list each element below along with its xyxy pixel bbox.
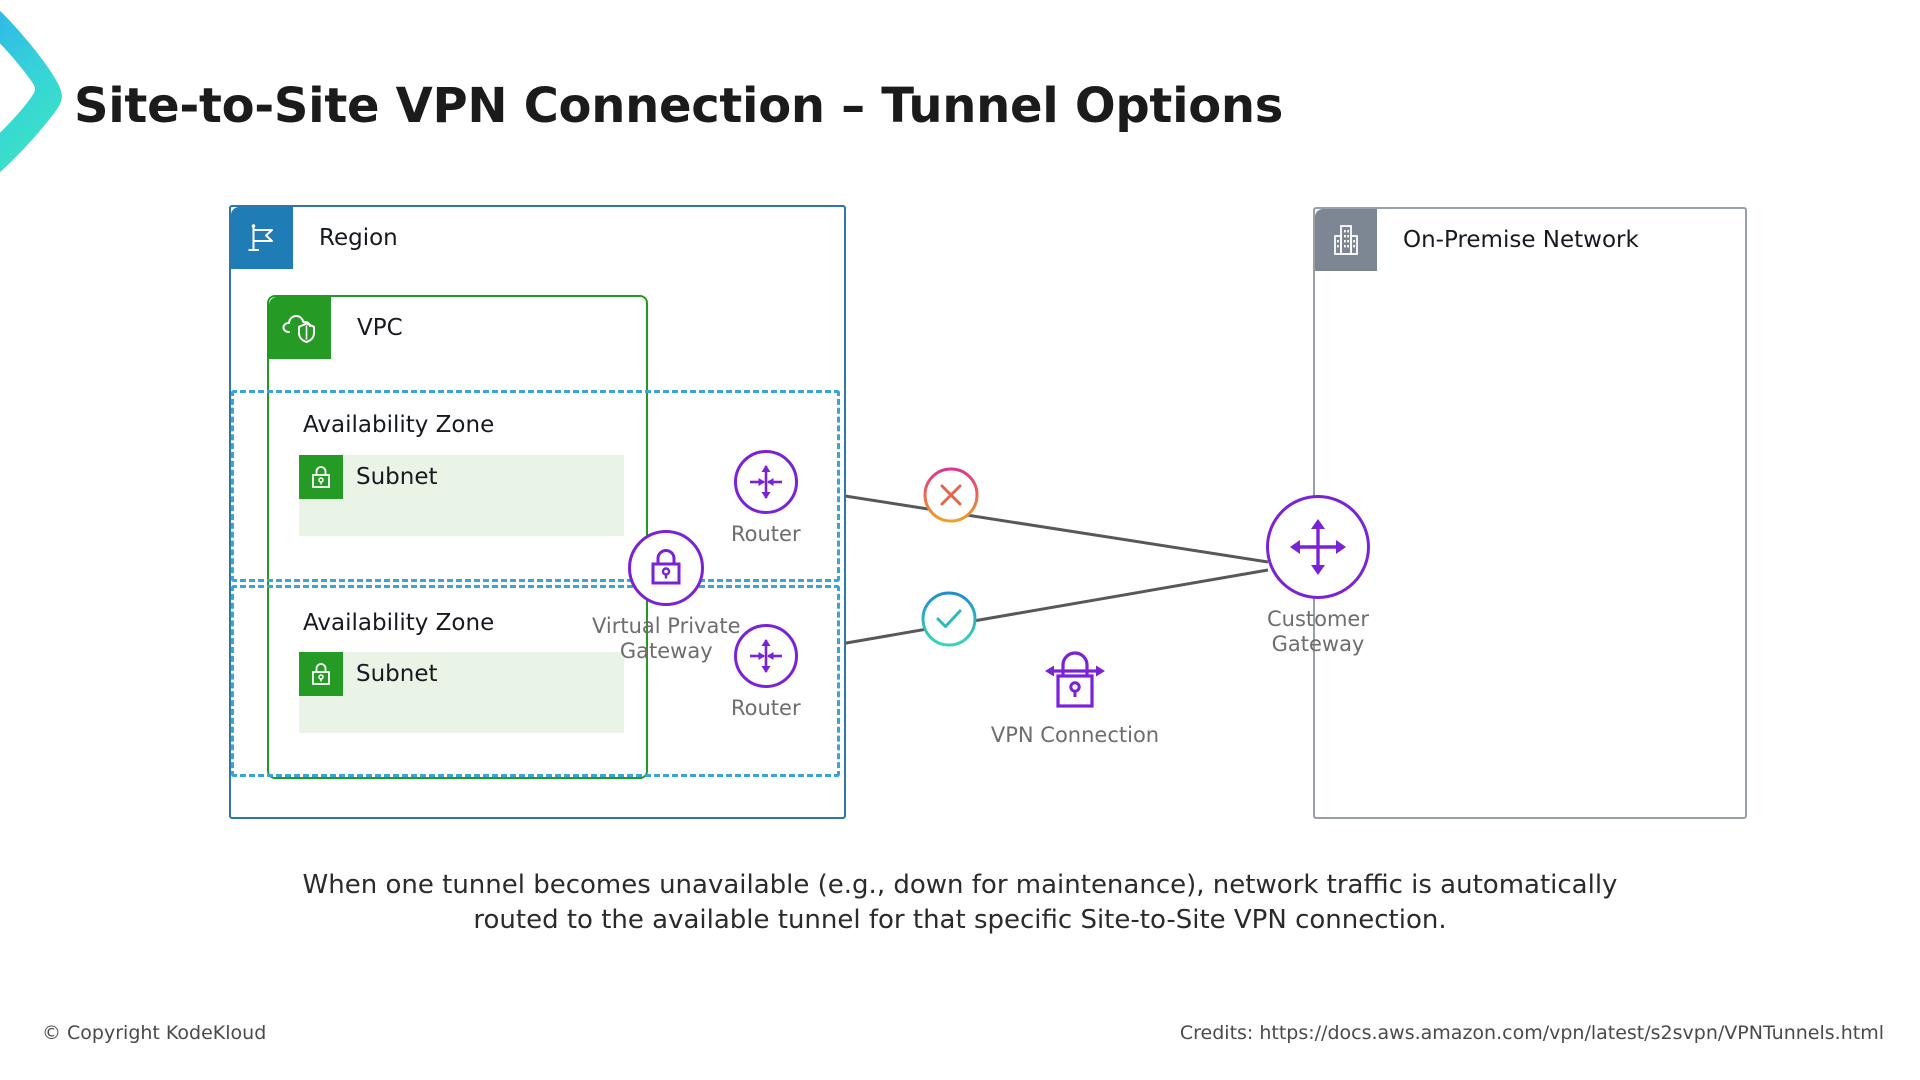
router-bottom-ring [733, 624, 798, 688]
subnet-top-icon-tile [299, 455, 343, 499]
subnet-top: Subnet [299, 455, 624, 536]
virtual-private-gateway-node[interactable]: Virtual Private Gateway [592, 530, 741, 664]
availability-zone-bottom [231, 585, 840, 777]
x-circle-icon [940, 484, 962, 506]
router-icon [749, 639, 782, 673]
subnet-bottom-label: Subnet [356, 661, 438, 687]
onprem-label: On-Premise Network [1403, 227, 1639, 253]
virtual-private-gateway-ring [628, 530, 705, 606]
customer-gateway-node[interactable]: Customer Gateway [1266, 495, 1370, 657]
check-circle-icon [936, 609, 962, 628]
page-title: Site-to-Site VPN Connection – Tunnel Opt… [74, 78, 1284, 134]
availability-zone-bottom-label: Availability Zone [303, 610, 495, 636]
tunnel-1-status-down[interactable] [922, 466, 980, 524]
vpc-header-icon-tile [269, 297, 331, 359]
virtual-private-gateway-label: Virtual Private Gateway [592, 614, 741, 663]
region-header-icon-tile [231, 207, 293, 269]
tunnel-2-status-up[interactable] [920, 590, 978, 648]
accent-chevron-icon [0, 10, 62, 173]
onprem-network-group: On-Premise Network [1313, 207, 1747, 819]
customer-gateway-label: Customer Gateway [1266, 607, 1369, 656]
credits-text: Credits: https://docs.aws.amazon.com/vpn… [1179, 1022, 1884, 1044]
region-label: Region [319, 225, 398, 251]
subnet-top-label: Subnet [356, 464, 438, 490]
router-top-label: Router [731, 522, 801, 546]
vpn-connection-label: VPN Connection [990, 723, 1160, 747]
vpn-padlock-arrows-icon [1045, 651, 1105, 708]
router-node-top[interactable]: Router [731, 450, 801, 547]
padlock-icon [312, 466, 330, 488]
availability-zone-top [231, 390, 840, 582]
diagram-caption: When one tunnel becomes unavailable (e.g… [302, 870, 1618, 936]
router-icon [749, 465, 782, 499]
availability-zone-top-label: Availability Zone [303, 412, 495, 438]
vpc-label: VPC [357, 315, 403, 341]
customer-gateway-ring [1266, 495, 1370, 599]
building-icon [1334, 225, 1358, 255]
flag-icon [248, 224, 273, 251]
vpn-connection-node[interactable]: VPN Connection [953, 645, 1197, 748]
padlock-circle-icon [651, 549, 681, 585]
onprem-header-icon-tile [1315, 209, 1377, 271]
router-top-ring [733, 450, 798, 514]
four-way-arrow-icon [1290, 519, 1346, 575]
cloud-shield-icon [282, 314, 315, 343]
copyright-text: © Copyright KodeKloud [42, 1022, 267, 1044]
router-bottom-label: Router [731, 696, 801, 720]
subnet-bottom-icon-tile [299, 652, 343, 696]
router-node-bottom[interactable]: Router [731, 624, 801, 721]
padlock-icon [312, 663, 330, 685]
subnet-bottom: Subnet [299, 652, 624, 733]
